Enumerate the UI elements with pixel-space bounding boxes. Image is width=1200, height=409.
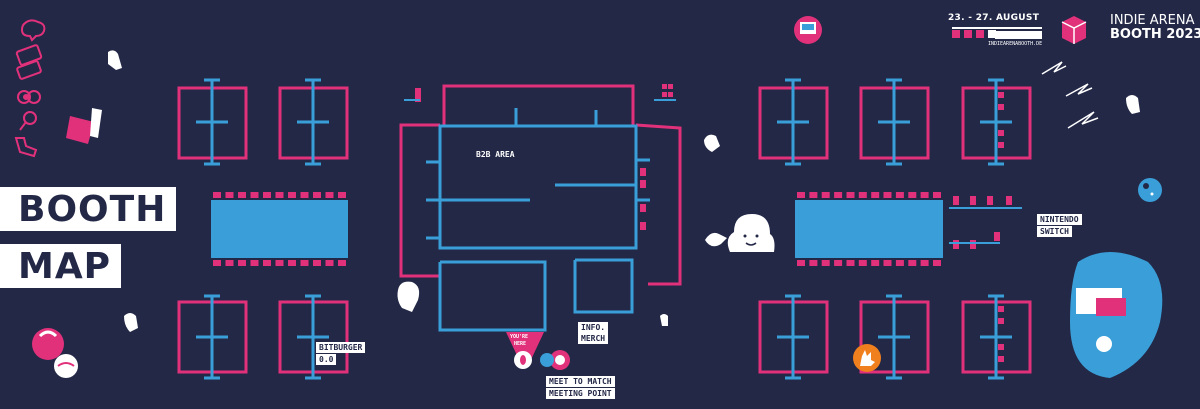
ticket-icon bbox=[15, 44, 43, 66]
lollipop-icon bbox=[23, 111, 37, 125]
chair bbox=[821, 192, 830, 198]
cube-logo-icon bbox=[1061, 16, 1087, 44]
right-table-area bbox=[795, 192, 943, 266]
chair bbox=[288, 192, 296, 198]
right-booths-top bbox=[758, 78, 1032, 166]
chair bbox=[238, 260, 246, 266]
planet-icon bbox=[1138, 178, 1162, 202]
chair bbox=[871, 192, 880, 198]
chair bbox=[338, 192, 346, 198]
chair bbox=[809, 260, 818, 266]
bitburger-label: BITBURGER bbox=[316, 342, 366, 353]
event-dates: 23. - 27. AUGUST bbox=[948, 13, 1040, 23]
map-title-line-2: MAP bbox=[0, 244, 122, 288]
chair bbox=[895, 260, 904, 266]
b2b-area-label: B2B AREA bbox=[476, 150, 515, 160]
left-booths-bottom bbox=[177, 294, 349, 380]
chair bbox=[213, 192, 221, 198]
nintendo-seats bbox=[953, 196, 1012, 249]
fox-logo-icon bbox=[853, 344, 881, 372]
brain-icon bbox=[20, 19, 46, 42]
chair bbox=[213, 260, 221, 266]
meet-to-match-label: MEET TO MATCH bbox=[546, 376, 615, 387]
chair bbox=[834, 192, 843, 198]
chair bbox=[797, 260, 805, 266]
character-figures bbox=[108, 50, 1140, 332]
chair bbox=[275, 192, 284, 198]
info-label: INFO. bbox=[578, 322, 609, 333]
website-url: INDIEARENABOOTH.DE bbox=[988, 41, 1043, 47]
b2b-complex bbox=[399, 84, 682, 332]
laptop-icon bbox=[66, 108, 102, 144]
merch-label: MERCH bbox=[578, 333, 609, 344]
chair bbox=[338, 260, 346, 266]
merch-character bbox=[540, 350, 570, 370]
brand-line-1: INDIE ARENA bbox=[1110, 13, 1195, 28]
chair bbox=[920, 260, 929, 266]
lightning-icon bbox=[1041, 61, 1099, 129]
top-center-badge-icon bbox=[794, 16, 822, 44]
ghost-cloud-icon bbox=[705, 214, 775, 252]
chair bbox=[300, 192, 309, 198]
chair bbox=[797, 192, 805, 198]
map-title-line-1: BOOTH bbox=[0, 187, 177, 231]
left-booths-top bbox=[177, 78, 349, 166]
chair bbox=[809, 192, 818, 198]
chair bbox=[858, 260, 867, 266]
sock-icon bbox=[14, 137, 38, 158]
chair bbox=[250, 260, 259, 266]
here-label: HERE bbox=[514, 341, 527, 347]
chair bbox=[883, 192, 892, 198]
egg-illustration bbox=[32, 328, 78, 378]
chair bbox=[908, 192, 917, 198]
chair bbox=[263, 192, 271, 198]
chair bbox=[325, 260, 334, 266]
header-decor-crosses bbox=[952, 30, 996, 38]
sushi-icon bbox=[17, 90, 31, 104]
you-are-here-marker bbox=[506, 332, 544, 369]
chair bbox=[821, 260, 830, 266]
chair bbox=[883, 260, 892, 266]
bitburger-sub-label: 0.0 bbox=[316, 354, 337, 365]
chair bbox=[263, 260, 271, 266]
chair bbox=[858, 192, 867, 198]
header: 23. - 27. AUGUST INDIEARENABOOTH.DE INDI… bbox=[948, 13, 1200, 49]
nintendo-label: NINTENDO bbox=[1037, 214, 1082, 225]
chair bbox=[225, 192, 234, 198]
chair bbox=[225, 260, 234, 266]
chair bbox=[275, 260, 284, 266]
chair bbox=[288, 260, 296, 266]
chair bbox=[238, 192, 246, 198]
youre-label: YOU'RE bbox=[510, 334, 529, 340]
chair bbox=[313, 192, 321, 198]
robot-illustration bbox=[1070, 252, 1163, 378]
chair bbox=[895, 192, 904, 198]
chair bbox=[846, 192, 855, 198]
chair bbox=[300, 260, 309, 266]
right-booths-bottom bbox=[758, 294, 1032, 380]
chair bbox=[313, 260, 321, 266]
left-table-area bbox=[211, 192, 348, 266]
meeting-point-label: MEETING POINT bbox=[546, 388, 615, 399]
chair bbox=[933, 260, 941, 266]
chair bbox=[933, 192, 941, 198]
decor-icons-left bbox=[14, 19, 46, 158]
chair bbox=[846, 260, 855, 266]
chair bbox=[834, 260, 843, 266]
brand-line-2: BOOTH 2023 bbox=[1110, 27, 1200, 42]
chair bbox=[325, 192, 334, 198]
switch-label: SWITCH bbox=[1037, 226, 1072, 237]
header-line bbox=[952, 27, 1042, 39]
chair bbox=[871, 260, 880, 266]
chair bbox=[908, 260, 917, 266]
chair bbox=[250, 192, 259, 198]
chair bbox=[920, 192, 929, 198]
